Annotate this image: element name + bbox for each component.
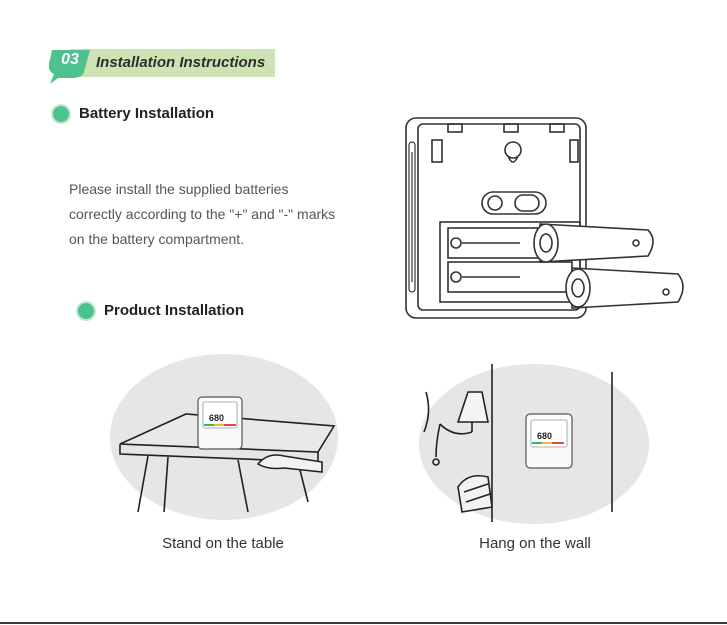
battery-instructions: Please install the supplied batteries co… <box>69 177 369 252</box>
battery-instruction-line: correctly according to the "+" and "-" m… <box>69 202 369 227</box>
device-on-wall <box>526 414 572 468</box>
section-header: 03 Installation Instructions <box>46 46 276 84</box>
table-stand-illustration: 680 <box>108 352 340 527</box>
table-scene-drawing <box>108 352 340 522</box>
device-back-drawing <box>400 112 695 327</box>
product-installation-heading: Product Installation <box>78 302 244 319</box>
device-reading: 680 <box>209 413 224 423</box>
device-on-table <box>198 397 242 449</box>
battery-instruction-line: on the battery compartment. <box>69 227 369 252</box>
wall-hang-illustration: 680 <box>418 362 654 532</box>
footer-divider <box>0 622 727 624</box>
wall-scene-drawing <box>418 362 654 527</box>
section-title: Installation Instructions <box>96 54 265 71</box>
section-number: 03 <box>52 51 88 69</box>
device-reading: 680 <box>537 431 552 441</box>
battery-installation-heading: Battery Installation <box>53 105 214 122</box>
caption-wall: Hang on the wall <box>455 535 615 552</box>
battery-installation-title: Battery Installation <box>79 105 214 122</box>
bullet-dot-icon <box>78 303 94 319</box>
product-installation-title: Product Installation <box>104 302 244 319</box>
section-number-badge: 03 <box>46 46 92 84</box>
caption-table: Stand on the table <box>143 535 303 552</box>
battery-instruction-line: Please install the supplied batteries <box>69 177 369 202</box>
bullet-dot-icon <box>53 106 69 122</box>
battery-compartment-illustration <box>400 112 695 332</box>
